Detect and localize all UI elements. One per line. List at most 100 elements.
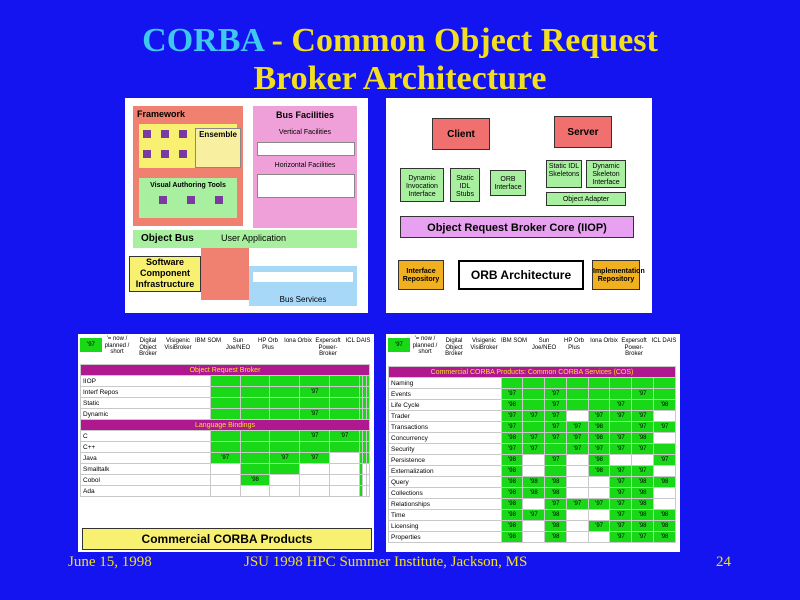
footer-date: June 15, 1998	[68, 554, 152, 570]
table-cell	[587, 377, 611, 389]
table-cell	[239, 386, 271, 398]
table-cell	[365, 430, 371, 442]
ensemble-label: Ensemble	[195, 128, 241, 168]
table-cell	[653, 465, 676, 477]
table-cell	[329, 408, 360, 420]
table-cell	[609, 421, 633, 433]
table-cell: '98	[500, 465, 524, 477]
row-label: Java	[80, 452, 211, 464]
table-cell	[299, 375, 331, 387]
table-cell	[209, 441, 241, 453]
table-cell	[631, 377, 654, 389]
table-cell	[522, 498, 546, 510]
data-table: Commercial CORBA Products: Common CORBA …	[388, 366, 676, 543]
table-cell	[239, 463, 271, 475]
table-cell: '97	[587, 410, 611, 422]
row-label: Externalization	[388, 465, 502, 477]
row-label: Static	[80, 397, 211, 409]
row-label: Time	[388, 509, 502, 521]
table-cell: '98	[653, 509, 676, 521]
table-cell	[631, 399, 654, 411]
table-cell: '97	[500, 410, 524, 422]
table-cell	[209, 397, 241, 409]
table-cell	[299, 441, 331, 453]
row-label: Smalltalk	[80, 463, 211, 475]
table-cell: '97	[544, 399, 567, 411]
vendor-header: Sun Joe/NEO	[531, 338, 557, 351]
component-icon	[179, 130, 187, 138]
table-cell	[239, 408, 271, 420]
table-cell	[269, 474, 301, 486]
table-cell	[522, 377, 546, 389]
vendor-header: Digital Object Broker	[139, 338, 157, 357]
table-cell: '98	[500, 531, 524, 543]
table-cell: '98	[544, 476, 567, 488]
table-cell: '97	[609, 498, 633, 510]
vendor-header: HP Orb Plus	[564, 338, 584, 351]
table-cell: '97	[653, 454, 676, 466]
table-cell	[365, 485, 371, 497]
table-cell	[565, 410, 589, 422]
table-row: Java'97'97'97	[80, 452, 371, 464]
table-cell	[329, 397, 360, 409]
table-cell	[653, 377, 676, 389]
table-row: Events'97'97'97	[388, 388, 676, 400]
services-table-panel: '97 '= now / planned / short Digital Obj…	[386, 334, 680, 552]
table-cell: '98	[522, 476, 546, 488]
legend-desc: '= now / planned / short	[412, 336, 438, 355]
component-icon	[161, 130, 169, 138]
table-cell	[565, 465, 589, 477]
row-label: Properties	[388, 531, 502, 543]
table-cell	[269, 463, 301, 475]
table-cell: '97	[587, 498, 611, 510]
table-cell	[609, 388, 633, 400]
products-table-panel: '97 '= now / planned / short Digital Obj…	[78, 334, 374, 552]
row-label: Security	[388, 443, 502, 455]
object-bus-label: Object Bus	[141, 233, 194, 244]
table-row: IIOP	[80, 375, 371, 387]
row-label: Persistence	[388, 454, 502, 466]
table-cell: '98	[500, 399, 524, 411]
server-box: Server	[554, 116, 612, 148]
table-cell: '97	[299, 430, 331, 442]
table-cell: '97	[609, 432, 633, 444]
table-cell: '98	[587, 421, 611, 433]
row-label: Interf Repos	[80, 386, 211, 398]
table-row: Dynamic'97	[80, 408, 371, 420]
row-label: Trader	[388, 410, 502, 422]
table-cell	[565, 399, 589, 411]
framework-box: Framework Ensemble Visual Authoring Tool…	[133, 106, 243, 226]
table-cell: '97	[631, 421, 654, 433]
row-label: Licensing	[388, 520, 502, 532]
table-row: Smalltalk	[80, 463, 371, 475]
table-cell	[209, 430, 241, 442]
table-cell	[269, 408, 301, 420]
table-cell	[365, 463, 371, 475]
table-cell: '98	[500, 487, 524, 499]
vendor-header: ICL DAIS	[651, 338, 677, 344]
table-cell	[587, 399, 611, 411]
table-cell: '97	[565, 498, 589, 510]
table-cell	[587, 388, 611, 400]
table-cell	[299, 485, 331, 497]
table-cell: '97	[609, 399, 633, 411]
vertical-facilities-label: Vertical Facilities	[278, 129, 332, 136]
object-bus: Object Bus User Application	[133, 230, 357, 248]
vendor-header: ICL DAIS	[345, 338, 371, 344]
table-row: Externalization'98'98'97'97	[388, 465, 676, 477]
table-cell: '97	[609, 509, 633, 521]
row-label: Query	[388, 476, 502, 488]
footer-page: 24	[716, 554, 731, 570]
orb-core-box: Object Request Broker Core (IIOP)	[400, 216, 634, 238]
table-cell	[544, 377, 567, 389]
legend-swatch: '97	[388, 338, 410, 352]
row-label: Naming	[388, 377, 502, 389]
table-row: Persistence'98'97'98'97	[388, 454, 676, 466]
table-cell	[653, 498, 676, 510]
vendor-header: Visigenic VisiBroker	[164, 338, 192, 351]
table-cell	[329, 375, 360, 387]
table-cell	[269, 441, 301, 453]
table-cell	[653, 443, 676, 455]
slide-title-line2: Broker Architecture	[253, 60, 547, 97]
table-cell	[587, 509, 611, 521]
